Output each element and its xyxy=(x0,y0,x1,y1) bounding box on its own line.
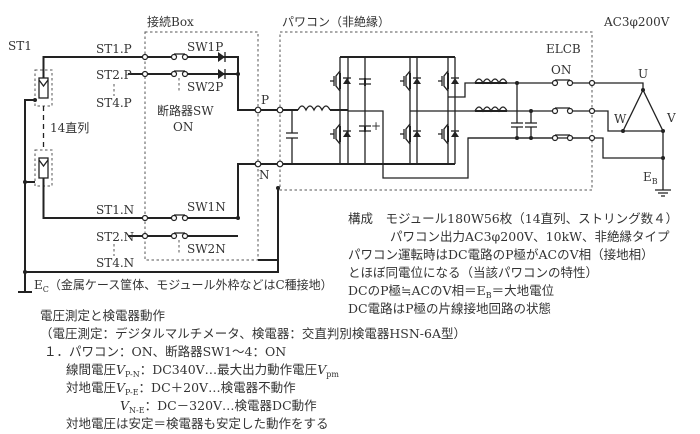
junction-box-outline xyxy=(144,31,259,261)
label-breaker-state: ON xyxy=(173,120,193,134)
ground-eb-icon xyxy=(655,189,671,197)
ground-wire xyxy=(24,99,279,292)
label-st4p: ST4.P xyxy=(96,96,132,110)
igbt-diode-icon xyxy=(330,123,351,145)
measurement-notes: 電圧測定と検電器動作 （電圧測定：デジタルマルチメータ、検電器：交直判別検電器H… xyxy=(40,308,466,431)
svg-text:線間電圧VP-N：DC340V…最大出力動作電圧Vpm: 線間電圧VP-N：DC340V…最大出力動作電圧Vpm xyxy=(66,362,339,379)
igbt-diode-icon xyxy=(400,70,421,92)
igbt-diode-icon xyxy=(330,70,351,92)
inverter-circuit xyxy=(283,56,596,179)
label-elcb-state: ON xyxy=(551,63,571,77)
label-st1p: ST1.P xyxy=(96,42,132,56)
igbt-diode-icon xyxy=(400,123,421,145)
label-power-conditioner: パワコン（非絶縁） xyxy=(282,14,390,29)
svg-text:対地電圧VP-E：DC＋20V…検電器不動作: 対地電圧VP-E：DC＋20V…検電器不動作 xyxy=(66,380,296,397)
label-plus: + xyxy=(371,119,381,133)
label-st2p: ST2.P xyxy=(96,68,132,82)
svg-text:パワコン運転時はDC電路のP極がACのV相（接地相）: パワコン運転時はDC電路のP極がACのV相（接地相） xyxy=(348,247,654,262)
label-st2n: ST2.N xyxy=(96,230,134,244)
svg-text:構成 モジュール180W56枚（14直列、ストリング数４）: 構成 モジュール180W56枚（14直列、ストリング数４） xyxy=(348,211,678,226)
label-elcb: ELCB xyxy=(546,42,581,56)
terminal-n xyxy=(254,160,262,168)
label-breaker: 断路器SW xyxy=(157,103,214,118)
label-series: 14直列 xyxy=(50,121,89,135)
delta-transformer xyxy=(595,82,671,197)
label-n: N xyxy=(259,168,270,182)
label-st4n: ST4.N xyxy=(96,256,134,270)
igbt-diode-icon xyxy=(438,123,459,145)
svg-text:VN-E：DC－320V…検電器DC動作: VN-E：DC－320V…検電器DC動作 xyxy=(120,398,317,415)
label-junction-box: 接続Box xyxy=(147,14,194,29)
label-u: U xyxy=(638,67,648,81)
svg-text:DCのP極≒ACのV相＝EB＝大地電位: DCのP極≒ACのV相＝EB＝大地電位 xyxy=(348,283,554,300)
terminal-p xyxy=(254,106,262,114)
igbt-diode-icon xyxy=(438,70,459,92)
label-sw1p: SW1P xyxy=(187,40,223,54)
svg-text:とほぼ同電位になる（当該パワコンの特性）: とほぼ同電位になる（当該パワコンの特性） xyxy=(348,265,598,280)
svg-text:対地電圧は安定＝検電器も安定した動作をする: 対地電圧は安定＝検電器も安定した動作をする xyxy=(66,416,329,431)
inductor-icon xyxy=(297,105,331,112)
svg-text:電圧測定と検電器動作: 電圧測定と検電器動作 xyxy=(40,308,166,323)
label-ac: AC3φ200V xyxy=(603,15,670,29)
svg-text:１．パワコン：ON、断路器SW1～4：ON: １．パワコン：ON、断路器SW1～4：ON xyxy=(44,344,286,359)
label-p: P xyxy=(261,93,269,107)
svg-text:パワコン出力AC3φ200V、10kW、非絶縁タイプ: パワコン出力AC3φ200V、10kW、非絶縁タイプ xyxy=(390,229,670,244)
label-sw2p: SW2P xyxy=(187,80,223,94)
svg-text:DC電路はP極の片線接地回路の状態: DC電路はP極の片線接地回路の状態 xyxy=(348,301,551,316)
configuration-notes: 構成 モジュール180W56枚（14直列、ストリング数４） パワコン出力AC3φ… xyxy=(348,211,678,316)
label-v: V xyxy=(666,111,676,125)
pv-module-string xyxy=(34,56,145,219)
label-sw1n: SW1N xyxy=(187,200,226,214)
label-w: W xyxy=(614,112,627,126)
label-eb: EB xyxy=(643,170,658,186)
label-sw2n: SW2N xyxy=(187,242,226,256)
label-st1: ST1 xyxy=(8,39,32,53)
igbt-switches xyxy=(330,70,459,145)
label-st1n: ST1.N xyxy=(96,203,134,217)
svg-text:（電圧測定：デジタルマルチメータ、検電器：交直判別検電器HS: （電圧測定：デジタルマルチメータ、検電器：交直判別検電器HSN-6A型） xyxy=(40,326,466,341)
p-side-switches xyxy=(113,52,280,111)
capacitor-icon xyxy=(286,110,298,164)
label-ec: EC（金属ケース筐体、モジュール外枠などはC種接地） xyxy=(34,277,333,294)
